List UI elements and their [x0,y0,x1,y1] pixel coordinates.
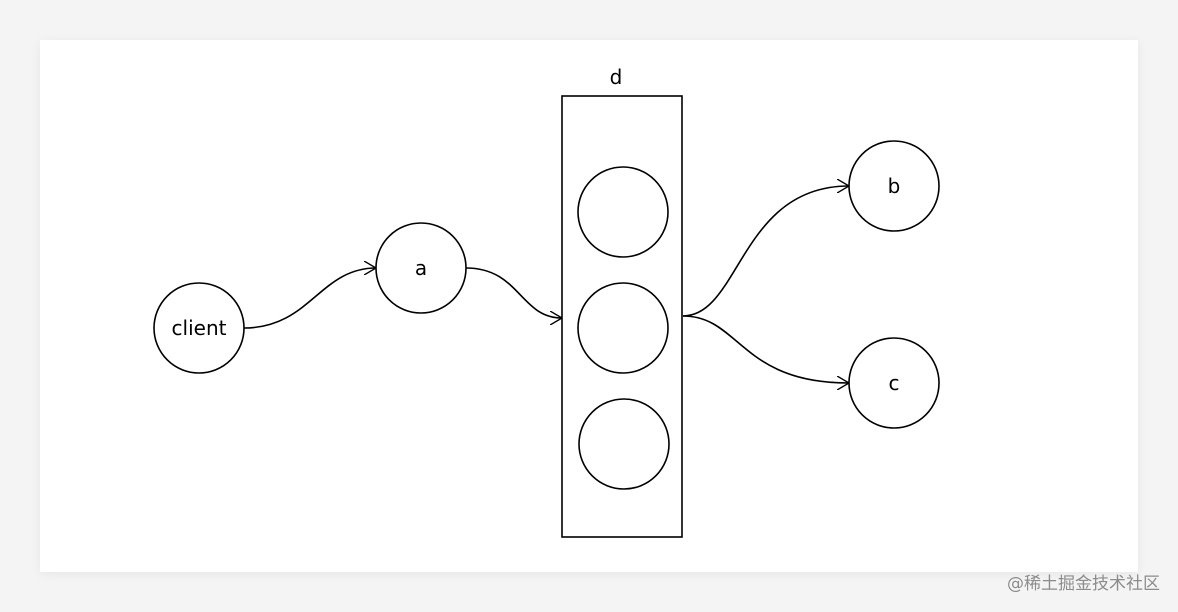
node-c: c [848,337,940,429]
node-a: a [375,222,467,314]
edge-client-to-a [243,268,376,329]
group-d-slot-3 [578,398,670,490]
edge-a-to-d [465,267,562,318]
node-b: b [848,140,940,232]
node-client: client [153,282,245,374]
node-c-label: c [889,371,900,395]
node-a-label: a [415,256,427,280]
watermark: @稀土掘金技术社区 [1007,574,1160,594]
group-d-label: d [610,65,623,89]
group-d: d [561,65,683,538]
group-d-slot-2 [577,282,669,374]
node-b-circle [848,140,940,232]
edge-d-to-c [682,315,849,383]
node-c-circle [848,337,940,429]
node-client-label: client [172,316,227,340]
node-client-circle [153,282,245,374]
node-b-label: b [888,174,901,198]
group-d-slot-1 [577,166,669,258]
node-a-circle [375,222,467,314]
edge-d-to-b [682,186,849,317]
